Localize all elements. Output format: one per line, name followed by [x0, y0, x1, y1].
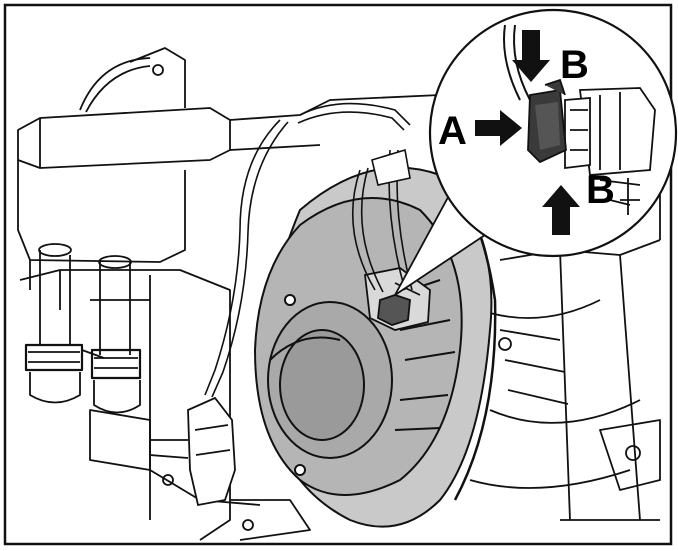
arrow-b-top [512, 30, 550, 82]
callout-label-a: A [438, 109, 467, 153]
arrow-a [475, 110, 522, 146]
callout-label-b-top: B [560, 43, 589, 87]
callout-label-b-bottom: B [586, 168, 615, 212]
wire-harness-left [204, 102, 411, 398]
arrow-b-bottom [542, 185, 580, 235]
magnified-connector [503, 24, 656, 215]
lower-connector [149, 396, 236, 507]
wire-clip [371, 148, 411, 186]
